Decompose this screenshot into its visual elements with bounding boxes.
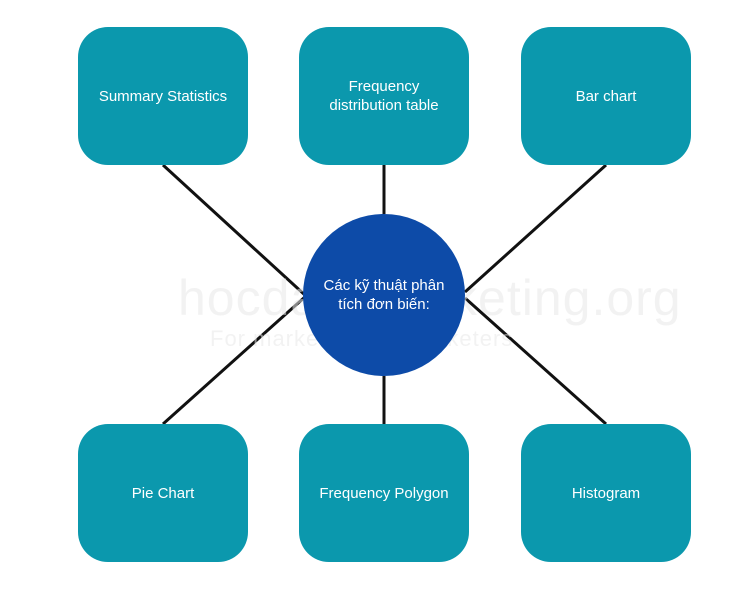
node-label: Frequency distribution table: [329, 78, 439, 114]
node-histogram: Histogram: [521, 424, 691, 562]
connector-pie-chart: [161, 294, 308, 426]
connector-bar-chart: [463, 163, 608, 294]
node-pie-chart: Pie Chart: [78, 424, 248, 562]
connector-histogram: [464, 296, 607, 426]
node-label: Bar chart: [575, 87, 637, 105]
node-frequency-distribution-table: Frequency distribution table: [299, 27, 469, 165]
connector-summary-statistics: [161, 163, 308, 298]
node-label: Histogram: [571, 484, 641, 502]
node-frequency-polygon: Frequency Polygon: [299, 424, 469, 562]
node-bar-chart: Bar chart: [521, 27, 691, 165]
node-summary-statistics: Summary Statistics: [78, 27, 248, 165]
center-label: Các kỹ thuật phân tích đơn biến:: [323, 277, 445, 313]
node-label: Summary Statistics: [98, 87, 228, 105]
center-node: Các kỹ thuật phân tích đơn biến:: [303, 214, 465, 376]
node-label: Pie Chart: [131, 484, 195, 502]
node-label: Frequency Polygon: [319, 484, 449, 502]
